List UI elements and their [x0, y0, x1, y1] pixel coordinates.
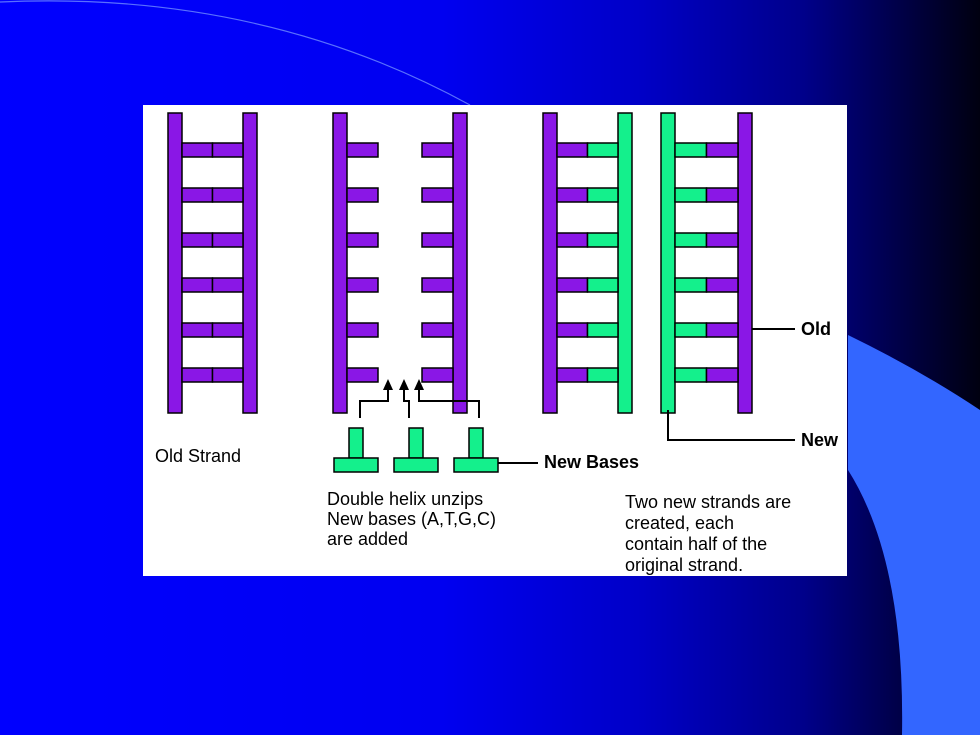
unzipped-molecule-base-stub-left: [346, 367, 379, 383]
original-molecule-rung-left-half: [181, 367, 214, 383]
original-molecule-rung-left-half: [181, 142, 214, 158]
original-molecule-rung-right-half: [211, 232, 244, 248]
daughter-molecule-2-rung-right-half: [705, 187, 739, 203]
free-new-base-stem: [348, 427, 364, 459]
daughter-molecule-1-rung-right-half: [586, 367, 619, 383]
daughter-molecule-1-rung-right-half: [586, 322, 619, 338]
unzipped-molecule-base-stub-right: [421, 367, 454, 383]
original-molecule-rung-left-half: [181, 187, 214, 203]
result-caption-line-4: original strand.: [625, 555, 744, 575]
daughter-molecule-2-left-rail: [660, 112, 676, 414]
daughter-molecule-1-rung-left-half: [556, 277, 589, 293]
daughter-molecule-2-rung-left-half: [674, 142, 708, 158]
unzip-caption-line-3: are added: [327, 529, 409, 549]
original-molecule-rung-right-half: [211, 187, 244, 203]
daughter-molecule-1-rung-right-half: [586, 277, 619, 293]
unzip-caption-line-1: Double helix unzips: [327, 489, 484, 509]
daughter-molecule-1-right-rail: [617, 112, 633, 414]
unzipped-molecule-base-stub-right: [421, 277, 454, 293]
daughter-molecule-1-left-rail: [542, 112, 558, 414]
daughter-molecule-1-rung-left-half: [556, 142, 589, 158]
unzipped-molecule-base-stub-left: [346, 322, 379, 338]
insertion-arrow-line: [403, 388, 410, 418]
daughter-molecule-2-right-rail: [737, 112, 753, 414]
original-molecule-rung-left-half: [181, 277, 214, 293]
old-strand-label: Old Strand: [155, 446, 242, 466]
unzipped-molecule-base-stub-left: [346, 187, 379, 203]
daughter-molecule-2-rung-right-half: [705, 232, 739, 248]
daughter-molecule-2-rung-left-half: [674, 187, 708, 203]
insertion-arrowhead: [383, 379, 393, 390]
original-molecule-left-rail: [167, 112, 183, 414]
daughter-molecule-2-rung-right-half: [705, 142, 739, 158]
free-new-base-foot: [393, 457, 439, 473]
daughter-molecule-2-rung-right-half: [705, 277, 739, 293]
insertion-arrow-line: [418, 388, 480, 418]
original-molecule-rung-right-half: [211, 142, 244, 158]
dna-replication-diagram: Old Strand New Bases Double helix unzips…: [143, 105, 847, 576]
daughter-molecule-2-rung-left-half: [674, 367, 708, 383]
slide-accent-swoosh: [848, 335, 980, 735]
daughter-molecule-2-rung-left-half: [674, 232, 708, 248]
result-caption-line-1: Two new strands are: [625, 492, 792, 512]
unzipped-molecule-base-stub-right: [421, 142, 454, 158]
unzip-caption-line-2: New bases (A,T,G,C): [327, 509, 497, 529]
daughter-molecule-1-rung-right-half: [586, 142, 619, 158]
original-molecule-rung-right-half: [211, 367, 244, 383]
original-molecule-rung-right-half: [211, 277, 244, 293]
unzipped-molecule-right-rail: [452, 112, 468, 414]
unzipped-molecule-base-stub-left: [346, 277, 379, 293]
unzipped-molecule-base-stub-right: [421, 322, 454, 338]
daughter-molecule-2-rung-left-half: [674, 322, 708, 338]
free-new-base-stem: [468, 427, 484, 459]
diagram-canvas: [167, 112, 795, 473]
original-molecule-right-rail: [242, 112, 258, 414]
unzipped-molecule-base-stub-left: [346, 232, 379, 248]
daughter-molecule-1-rung-right-half: [586, 232, 619, 248]
insertion-arrow-line: [359, 388, 389, 418]
original-molecule-rung-right-half: [211, 322, 244, 338]
insertion-arrowhead: [399, 379, 409, 390]
daughter-molecule-2-rung-left-half: [674, 277, 708, 293]
unzipped-molecule-left-rail: [332, 112, 348, 414]
free-new-base-foot: [453, 457, 499, 473]
daughter-molecule-2-rung-right-half: [705, 367, 739, 383]
new-strand-callout-line: [667, 410, 795, 441]
new-bases-label: New Bases: [544, 452, 640, 472]
unzipped-molecule-base-stub-left: [346, 142, 379, 158]
result-caption-line-2: created, each: [625, 513, 735, 533]
unzipped-molecule-base-stub-right: [421, 232, 454, 248]
free-new-base-stem: [408, 427, 424, 459]
result-caption-line-3: contain half of the: [625, 534, 768, 554]
old-strand-callout-label: Old: [801, 319, 831, 339]
original-molecule-rung-left-half: [181, 232, 214, 248]
daughter-molecule-2-rung-right-half: [705, 322, 739, 338]
insertion-arrowhead: [414, 379, 424, 390]
daughter-molecule-1-rung-left-half: [556, 367, 589, 383]
new-strand-callout-label: New: [801, 430, 839, 450]
original-molecule-rung-left-half: [181, 322, 214, 338]
daughter-molecule-1-rung-left-half: [556, 232, 589, 248]
slide-light-arc: [0, 0, 471, 106]
free-new-base-foot: [333, 457, 379, 473]
daughter-molecule-1-rung-left-half: [556, 322, 589, 338]
daughter-molecule-1-rung-right-half: [586, 187, 619, 203]
unzipped-molecule-base-stub-right: [421, 187, 454, 203]
daughter-molecule-1-rung-left-half: [556, 187, 589, 203]
